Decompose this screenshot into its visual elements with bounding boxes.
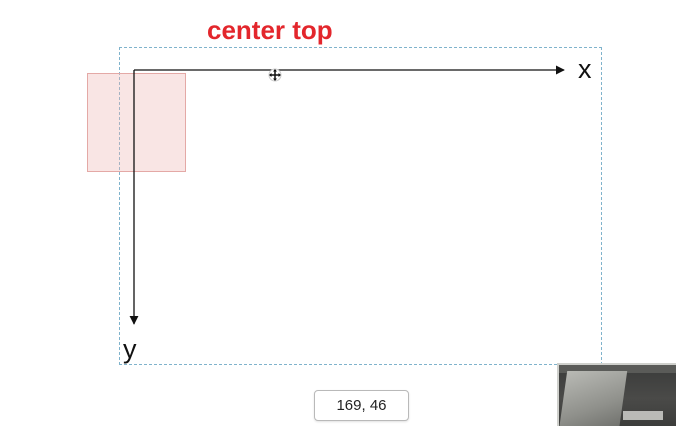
diagram-title: center top — [207, 15, 333, 45]
x-axis-label: x — [578, 54, 592, 84]
canvas-bounds — [119, 47, 602, 365]
coordinate-readout: 169, 46 — [314, 390, 409, 421]
move-cursor-icon — [268, 68, 282, 82]
webcam-sign — [623, 411, 663, 420]
webcam-ceiling — [559, 365, 676, 373]
positioned-element-box[interactable] — [87, 73, 186, 172]
y-axis-label: y — [123, 334, 137, 364]
webcam-overlay — [557, 363, 676, 426]
webcam-wall — [559, 371, 628, 426]
